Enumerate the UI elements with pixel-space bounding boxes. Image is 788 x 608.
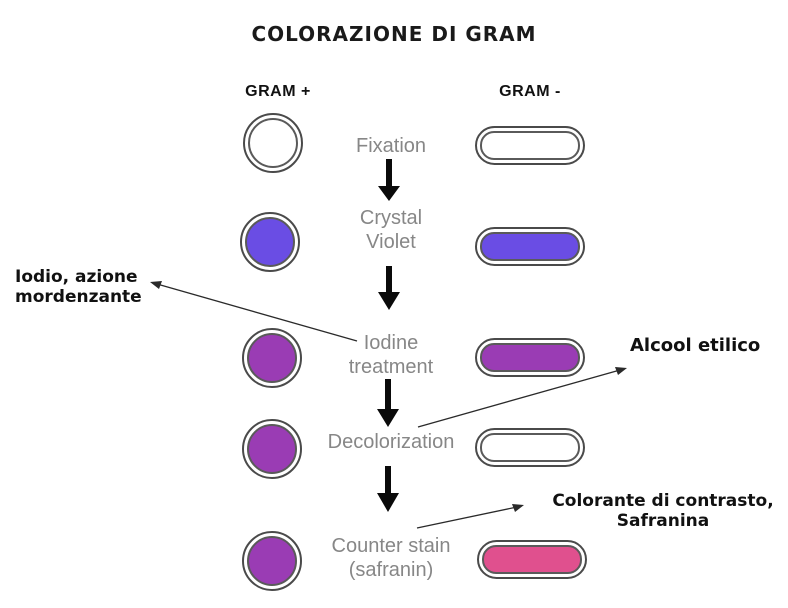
gram-negative-cell-crystal-violet — [475, 227, 585, 266]
step-label-decolorization: Decolorization — [327, 431, 455, 453]
cell-fill — [248, 118, 298, 168]
cell-fill — [247, 536, 297, 586]
cell-fill — [247, 424, 297, 474]
cell-fill — [480, 232, 580, 261]
cell-fill — [482, 545, 582, 574]
cell-fill — [480, 343, 580, 372]
step-label-counter-stain: Counter stain (safranin) — [331, 535, 451, 581]
column-header-gram-negative: GRAM - — [499, 83, 561, 100]
annotation-arrow-safranin-icon — [416, 504, 524, 529]
flow-arrow-3-icon — [377, 379, 399, 427]
gram-positive-cell-decolorization — [242, 419, 302, 479]
cell-fill — [245, 217, 295, 267]
flow-arrow-2-icon — [378, 266, 400, 310]
flow-arrow-1-icon — [378, 159, 400, 201]
flow-arrow-4-icon — [377, 466, 399, 512]
column-header-gram-positive: GRAM + — [245, 83, 311, 100]
gram-positive-cell-counter-stain — [242, 531, 302, 591]
cell-fill — [480, 433, 580, 462]
annotation-iodine-mordant: Iodio, azione mordenzante — [15, 267, 142, 307]
gram-negative-cell-iodine — [475, 338, 585, 377]
step-label-fixation: Fixation — [355, 135, 427, 157]
gram-positive-cell-crystal-violet — [240, 212, 300, 272]
gram-positive-cell-fixation — [243, 113, 303, 173]
annotation-ethyl-alcohol: Alcool etilico — [630, 335, 761, 356]
step-label-crystal-violet: Crystal Violet — [359, 207, 423, 253]
gram-negative-cell-fixation — [475, 126, 585, 165]
page-title: COLORAZIONE DI GRAM — [251, 22, 537, 46]
step-label-iodine-treatment: Iodine treatment — [348, 332, 434, 378]
gram-negative-cell-decolorization — [475, 428, 585, 467]
gram-negative-cell-counter-stain — [477, 540, 587, 579]
gram-positive-cell-iodine — [242, 328, 302, 388]
annotation-counterstain-safranin: Colorante di contrasto, Safranina — [552, 491, 774, 531]
cell-fill — [247, 333, 297, 383]
cell-fill — [480, 131, 580, 160]
